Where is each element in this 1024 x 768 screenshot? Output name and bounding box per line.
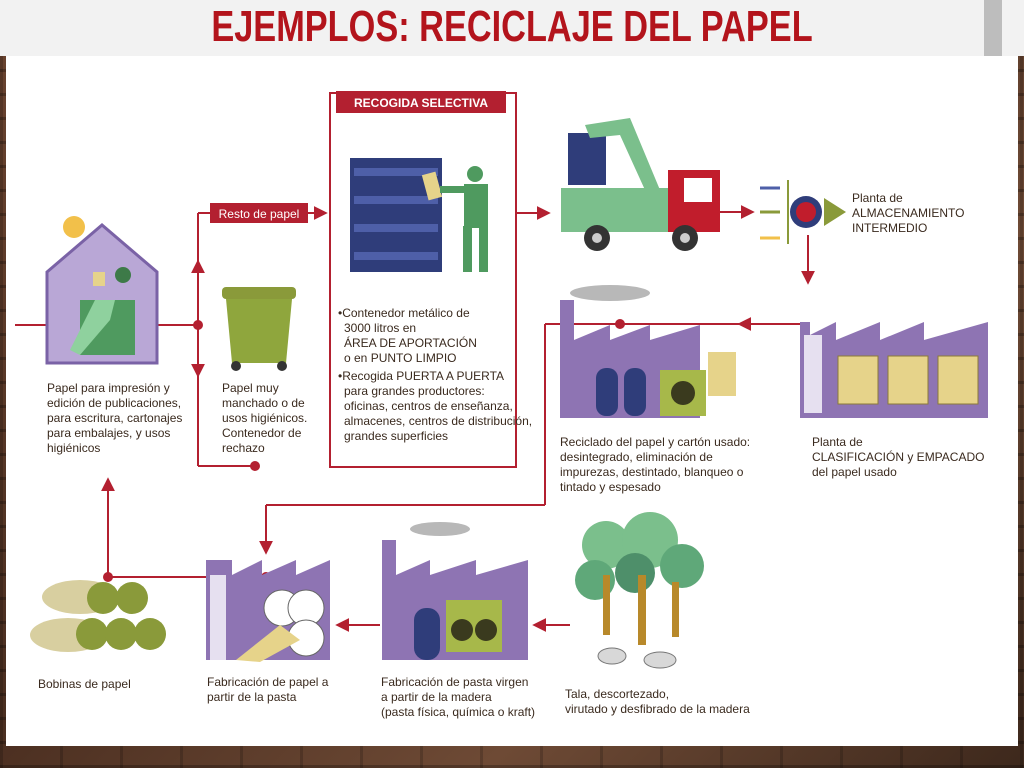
- smoke-icon: [570, 285, 650, 301]
- reciclado-text: Reciclado del papel y cartón usado: desi…: [560, 435, 753, 494]
- metal-container-icon: [350, 158, 443, 272]
- flow-dot: [615, 319, 625, 329]
- flow-dot: [193, 320, 203, 330]
- gear-icon: [671, 381, 695, 405]
- fabricacion-pasta-text: Fabricación de pasta virgen a partir de …: [381, 675, 535, 719]
- decorative-strip: [984, 0, 1002, 56]
- waste-container-icon: [222, 287, 296, 371]
- house-reading-person-icon: [45, 216, 159, 365]
- gear-icon: [451, 619, 473, 641]
- paper-factory-icon: [206, 560, 330, 662]
- person-icon: [440, 166, 488, 272]
- slide-title: EJEMPLOS: RECICLAJE DEL PAPEL: [211, 2, 813, 51]
- svg-text:Resto de papel: Resto de papel: [219, 207, 300, 221]
- contenedor-text: •Contenedor metálico de 3000 litros en Á…: [338, 306, 535, 443]
- papel-impresion-text: Papel para impresión y edición de public…: [47, 381, 186, 455]
- flow-dot: [250, 461, 260, 471]
- almacenamiento-text: Planta de ALMACENAMIENTO INTERMEDIO: [852, 191, 968, 235]
- recycling-factory-icon: [560, 285, 736, 418]
- paper-rolls-icon: [30, 580, 166, 652]
- bobinas-text: Bobinas de papel: [38, 677, 131, 691]
- fabricacion-papel-text: Fabricación de papel a partir de la past…: [207, 675, 332, 704]
- recogida-selectiva-header: RECOGIDA SELECTIVA: [336, 91, 506, 113]
- flow-dot: [103, 572, 113, 582]
- title-bar: [0, 0, 1024, 56]
- storage-plant-icon: [760, 180, 846, 244]
- clasificacion-text: Planta de CLASIFICACIÓN y EMPACADO del p…: [812, 435, 988, 479]
- smoke-icon: [410, 522, 470, 536]
- trees-icon: [575, 512, 704, 669]
- resto-de-papel-label: Resto de papel: [210, 203, 308, 223]
- sun-icon: [63, 216, 85, 238]
- gear-icon: [475, 619, 497, 641]
- recycling-truck-icon: [561, 118, 720, 251]
- papel-manchado-text: Papel muy manchado o de usos higiénicos.…: [222, 381, 311, 455]
- pulp-factory-icon: [382, 522, 528, 660]
- classification-factory-icon: [800, 322, 988, 418]
- svg-text:RECOGIDA SELECTIVA: RECOGIDA SELECTIVA: [354, 96, 488, 110]
- tala-text: Tala, descortezado, virutado y desfibrad…: [565, 687, 750, 716]
